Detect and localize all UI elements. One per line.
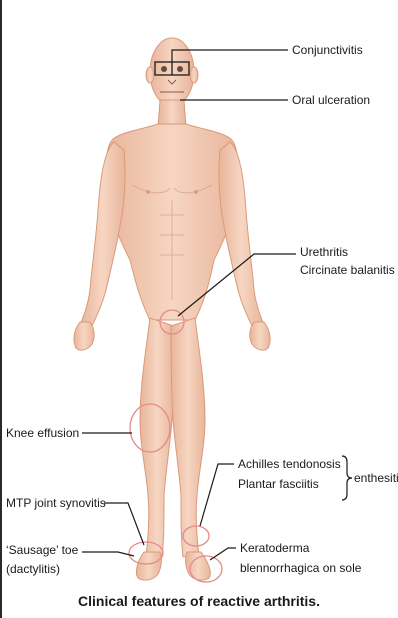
mtp-leader <box>104 503 144 545</box>
label-blennorrhagica: blennorrhagica on sole <box>240 560 361 576</box>
right-eye <box>177 66 183 72</box>
left-ear <box>146 67 154 83</box>
sausage-toe-leader <box>82 552 134 556</box>
label-mtp-joint-synovitis: MTP joint synovitis <box>6 495 106 511</box>
label-urethritis: Urethritis <box>300 244 348 260</box>
right-ear <box>190 67 198 83</box>
label-conjunctivitis: Conjunctivitis <box>292 42 363 58</box>
label-dactylitis: (dactylitis) <box>6 561 60 577</box>
label-sausage-toe: ‘Sausage’ toe <box>6 542 78 558</box>
label-enthesitis: enthesitis <box>354 470 398 486</box>
right-arm <box>219 142 264 330</box>
left-foot <box>136 552 161 580</box>
enthesitis-brace <box>342 456 352 500</box>
label-keratoderma: Keratoderma <box>240 540 309 556</box>
right-hand <box>250 322 270 350</box>
achilles-leader <box>200 464 234 526</box>
left-arm <box>80 142 125 330</box>
label-plantar-fasciitis: Plantar fasciitis <box>238 476 319 492</box>
label-circinate-balanitis: Circinate balanitis <box>300 262 395 278</box>
label-achilles-tendonosis: Achilles tendonosis <box>238 456 341 472</box>
left-eye <box>161 66 167 72</box>
left-hand <box>74 322 94 350</box>
figure-caption: Clinical features of reactive arthritis. <box>0 593 398 609</box>
label-oral-ulceration: Oral ulceration <box>292 92 370 108</box>
right-leg <box>171 318 205 557</box>
label-knee-effusion: Knee effusion <box>6 425 79 441</box>
